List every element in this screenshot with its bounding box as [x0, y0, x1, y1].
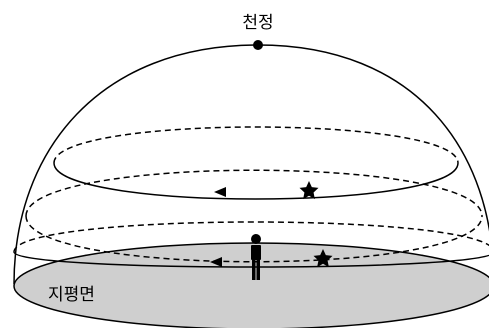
observer-icon [251, 234, 261, 280]
upper-circle-front [53, 162, 459, 200]
middle-circle-back [25, 169, 483, 217]
lower-star-icon [313, 249, 333, 268]
horizon-plane-label: 지평면 [48, 285, 95, 305]
zenith-dot-icon [253, 40, 263, 50]
zenith-label: 천정 [242, 13, 273, 33]
lower-circle-arrow [210, 257, 222, 267]
upper-circle-arrow [214, 187, 226, 197]
upper-star-icon [299, 181, 319, 200]
upper-circle-back [53, 126, 459, 164]
lower-circle-back [13, 221, 489, 253]
